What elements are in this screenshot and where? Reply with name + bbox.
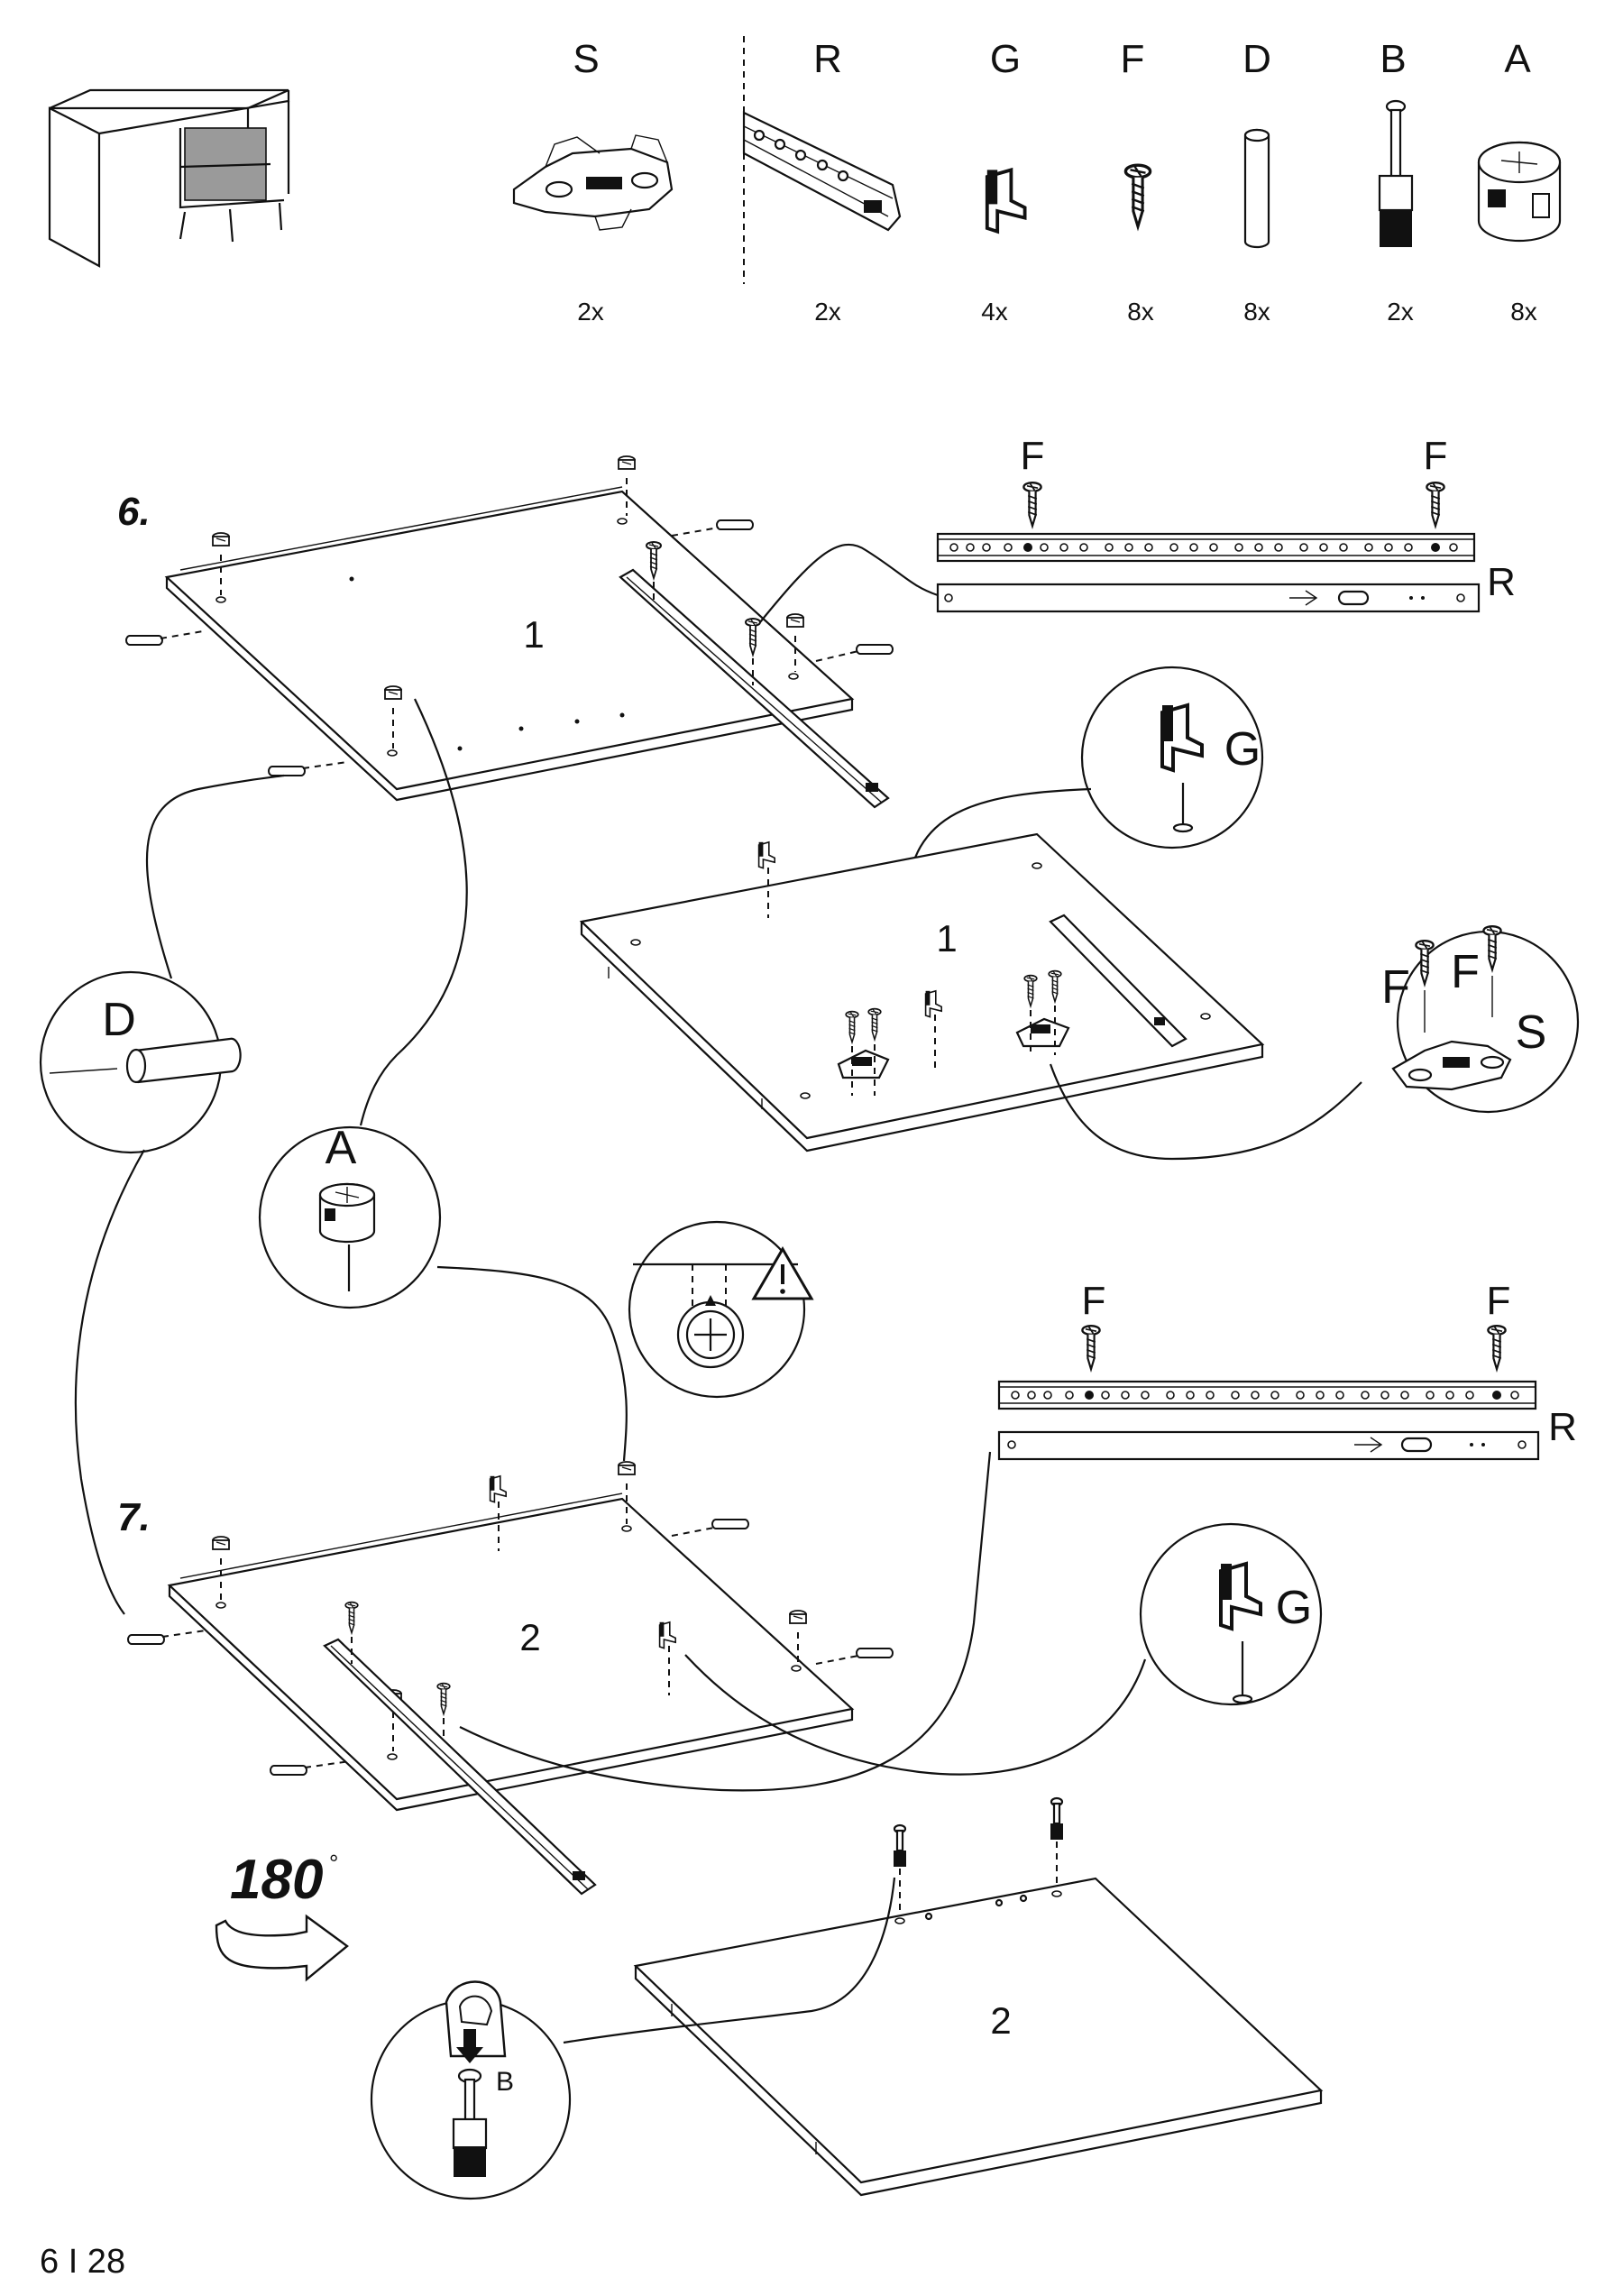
step6-panel-bottom-number: 1: [936, 917, 957, 960]
step6-callout-F2-label: F: [1451, 946, 1480, 998]
part-qty-B: 2x: [1387, 298, 1414, 326]
step6-callout-F1-label: F: [1381, 961, 1410, 1014]
part-qty-S: 2x: [577, 298, 604, 326]
part-qty-D: 8x: [1243, 298, 1270, 326]
part-G: G 4x: [981, 37, 1027, 326]
step6-callout-G-label: G: [1224, 723, 1261, 776]
step6-panel-bottom: 1: [579, 832, 1265, 1153]
step6-callout-FFS: F F S: [1381, 924, 1580, 1114]
part-R: R 2x: [742, 37, 902, 326]
step-7-label: 7.: [117, 1495, 151, 1539]
step7-panel-bottom-number: 2: [990, 1999, 1011, 2042]
step6-callout-G: G: [1080, 666, 1264, 850]
part-B: B 2x: [1378, 37, 1414, 326]
warning-callout: [628, 1220, 814, 1399]
part-letter-A: A: [1504, 37, 1531, 81]
part-letter-S: S: [573, 37, 599, 81]
part-S: S 2x: [512, 37, 674, 326]
leader-B: [563, 1877, 896, 2044]
part-letter-D: D: [1242, 37, 1271, 81]
leader-A-bottom: [436, 1265, 628, 1462]
rotate-unit: °: [329, 1850, 338, 1877]
step7-callout-G-label: G: [1276, 1582, 1312, 1634]
step7-rail-label-F1: F: [1082, 1279, 1106, 1323]
rotate-180-indicator: 180 °: [215, 1849, 349, 1982]
step6-rail-label-F1: F: [1021, 434, 1045, 478]
leader-rail6: [759, 543, 939, 623]
step6-panel-top: 1: [125, 455, 894, 809]
step7-callout-B: B: [370, 1980, 572, 2200]
desk-thumbnail: [48, 88, 290, 268]
step7-rail-label-F2: F: [1487, 1279, 1511, 1323]
step7-leveler-left: [893, 1823, 907, 1914]
step-6-label: 6.: [117, 490, 151, 534]
part-D: D 8x: [1242, 37, 1271, 326]
step7-panel-bottom: 2: [633, 1796, 1324, 2197]
leader-G7: [684, 1654, 1147, 1776]
step6-rail-label-F2: F: [1424, 434, 1448, 478]
part-A: A 8x: [1477, 37, 1562, 326]
press-finger-icon: [445, 1980, 507, 2058]
part-letter-B: B: [1380, 37, 1406, 81]
leader-D-top: [145, 774, 285, 979]
step6-rail-detail: F F R: [936, 434, 1516, 613]
step7-panel-top: 2: [127, 1461, 894, 1896]
leader-FFS: [1049, 1063, 1362, 1161]
step6-callout-A-label: A: [326, 1122, 357, 1174]
step6-callout-S-label: S: [1516, 1006, 1547, 1059]
leader-D-bottom: [74, 1149, 145, 1615]
step7-callout-G: G: [1139, 1522, 1323, 1706]
part-F: F 8x: [1121, 37, 1154, 326]
step6-panel-top-number: 1: [523, 613, 544, 656]
step7-rail-label-R: R: [1548, 1405, 1577, 1449]
step6-callout-A: A: [258, 1122, 442, 1309]
part-letter-G: G: [990, 37, 1021, 81]
rotate-arrow-icon: [215, 1914, 349, 1982]
step6-callout-D: D: [39, 970, 242, 1154]
step6-rail-label-R: R: [1487, 560, 1516, 604]
leader-A-top: [359, 698, 468, 1126]
page-number: 6 I 28: [40, 2243, 125, 2281]
part-letter-F: F: [1121, 37, 1145, 81]
warning-icon: [751, 1246, 814, 1300]
leader-rail7: [459, 1451, 992, 1792]
part-letter-R: R: [813, 37, 842, 81]
step7-leveler-right: [1050, 1796, 1064, 1887]
step6-callout-D-label: D: [102, 994, 136, 1046]
part-qty-G: 4x: [981, 298, 1008, 326]
step7-panel-top-number: 2: [519, 1616, 540, 1658]
part-qty-F: 8x: [1127, 298, 1154, 326]
step7-rail-detail: F F R: [997, 1279, 1577, 1461]
rotate-value: 180: [230, 1849, 323, 1911]
part-qty-A: 8x: [1510, 298, 1537, 326]
part-qty-R: 2x: [814, 298, 841, 326]
step7-callout-B-label: B: [496, 2067, 514, 2097]
